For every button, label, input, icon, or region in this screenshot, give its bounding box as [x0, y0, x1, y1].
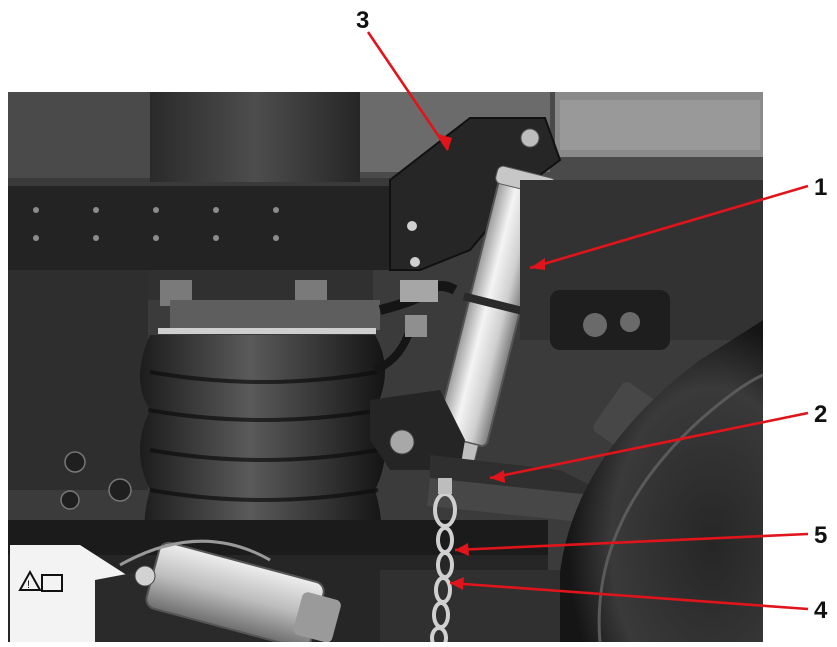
callout-1: 1 — [814, 174, 827, 201]
callout-3: 3 — [356, 7, 369, 34]
leader-line-2 — [489, 411, 809, 480]
leader-line-4 — [449, 581, 809, 611]
top-mount-cylinder — [150, 92, 360, 182]
air-spring-bellows — [140, 335, 385, 580]
leader-lines — [366, 31, 809, 611]
wing-nuts — [60, 451, 132, 510]
frame-rivets — [33, 207, 279, 241]
svg-text:!: ! — [27, 579, 30, 591]
callout-4: 4 — [814, 597, 828, 624]
chassis-frame-rail — [8, 178, 390, 270]
warning-triangle-icon — [18, 569, 42, 591]
leader-line-5 — [454, 532, 809, 552]
bracket-bolt — [520, 128, 540, 148]
lower-mount-bolt — [389, 429, 415, 455]
leader-line-1 — [529, 184, 809, 270]
hose-fitting — [400, 280, 438, 302]
callout-2: 2 — [814, 401, 827, 428]
callout-5: 5 — [814, 522, 827, 549]
wheel — [557, 320, 763, 642]
leader-line-3 — [366, 31, 450, 151]
